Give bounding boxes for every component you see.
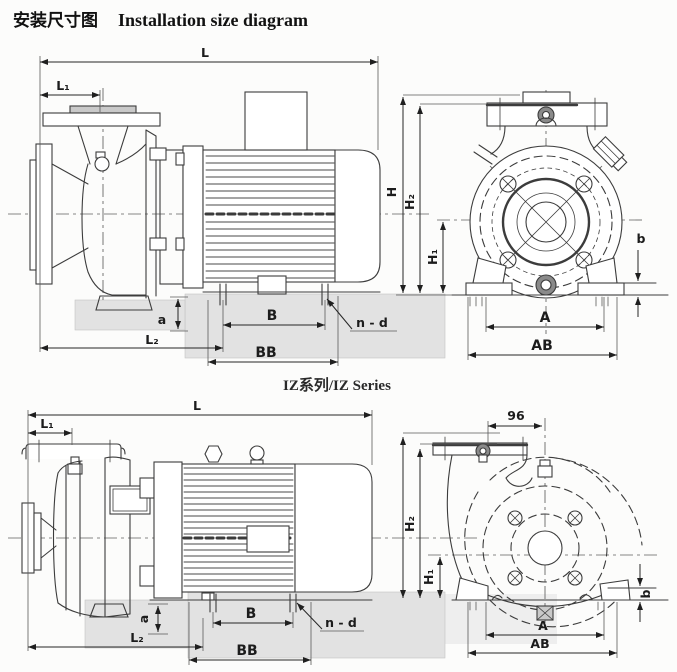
bottom-side-dimensions: L L₁ a B n - d L₂ BB — [27, 398, 373, 665]
dim-a-bottom: a — [136, 615, 151, 623]
dim-b-top: b — [637, 231, 646, 246]
dim-BB-top: BB — [255, 345, 276, 361]
dim-AB-bottom: AB — [530, 636, 549, 651]
flange-bolt-holes — [499, 175, 593, 269]
dim-L-top: L — [201, 45, 209, 60]
bottom-front-view: 96 H₂ H₁ b A AB — [400, 408, 669, 658]
dim-L1-top: L₁ — [56, 78, 69, 93]
page-title: 安装尺寸图 Installation size diagram — [13, 10, 308, 31]
dim-b-bottom: b — [638, 589, 653, 598]
volute-feet — [451, 577, 669, 621]
top-side-view: L L₁ a B n - d L₂ BB — [8, 45, 446, 366]
volute-front — [431, 436, 669, 628]
foot-bolts-bottom — [209, 593, 297, 613]
lifting-ring — [249, 445, 265, 461]
motor-cooling-fins-bottom — [183, 467, 294, 587]
shaft-hole-bottom — [527, 530, 563, 566]
dim-L2-bottom: L₂ — [130, 630, 143, 645]
pump-casing-side-bottom — [21, 439, 155, 618]
title-english: Installation size diagram — [118, 10, 308, 30]
priming-plug-lug — [592, 135, 628, 172]
bottom-front-dimensions: 96 H₂ H₁ b A AB — [400, 408, 653, 658]
dim-B-top: B — [267, 308, 278, 324]
bottom-side-view: L L₁ a B n - d L₂ BB — [8, 398, 557, 665]
top-side-dimensions: L L₁ a B n - d L₂ BB — [39, 45, 397, 366]
dim-H2-top: H₂ — [402, 194, 417, 210]
foot-bolts — [219, 283, 329, 306]
dim-nd-top: n - d — [356, 315, 388, 330]
dim-AB-top: AB — [531, 338, 553, 354]
pump-feet-front — [451, 257, 669, 307]
top-front-dimensions: H H₂ H₁ b A AB — [384, 94, 646, 360]
top-front-view: H H₂ H₁ b A AB — [384, 90, 669, 360]
pump-front — [451, 91, 669, 307]
motor-side-bottom — [149, 445, 373, 613]
volute-bolt-holes — [507, 510, 583, 586]
dim-B-bottom: B — [246, 606, 257, 622]
series-caption: IZ系列/IZ Series — [283, 376, 391, 394]
terminal-box — [244, 91, 308, 151]
volute-spiral-dashed — [464, 456, 643, 628]
motor-cooling-fins — [205, 155, 335, 279]
motor-side — [175, 91, 381, 306]
pump-casing-side — [29, 105, 184, 311]
dim-L-bottom: L — [193, 398, 201, 413]
dim-a-top: a — [158, 312, 166, 327]
dim-L2-top: L₂ — [145, 332, 158, 347]
title-chinese: 安装尺寸图 — [13, 10, 98, 31]
lifting-lug — [204, 445, 223, 463]
dim-A-bottom: A — [538, 618, 548, 633]
dim-96: 96 — [507, 408, 525, 423]
dim-H: H — [384, 187, 399, 197]
dim-BB-bottom: BB — [236, 643, 257, 659]
dim-nd-bottom: n - d — [325, 615, 357, 630]
dim-L1-bottom: L₁ — [40, 416, 53, 431]
nameplate — [246, 525, 290, 553]
shaft-hole — [525, 201, 567, 243]
dim-H2-bottom: H₂ — [402, 516, 417, 532]
dim-A-top: A — [540, 310, 551, 326]
dim-H1-top: H₁ — [425, 249, 440, 265]
dim-H1-bottom: H₁ — [421, 569, 436, 585]
